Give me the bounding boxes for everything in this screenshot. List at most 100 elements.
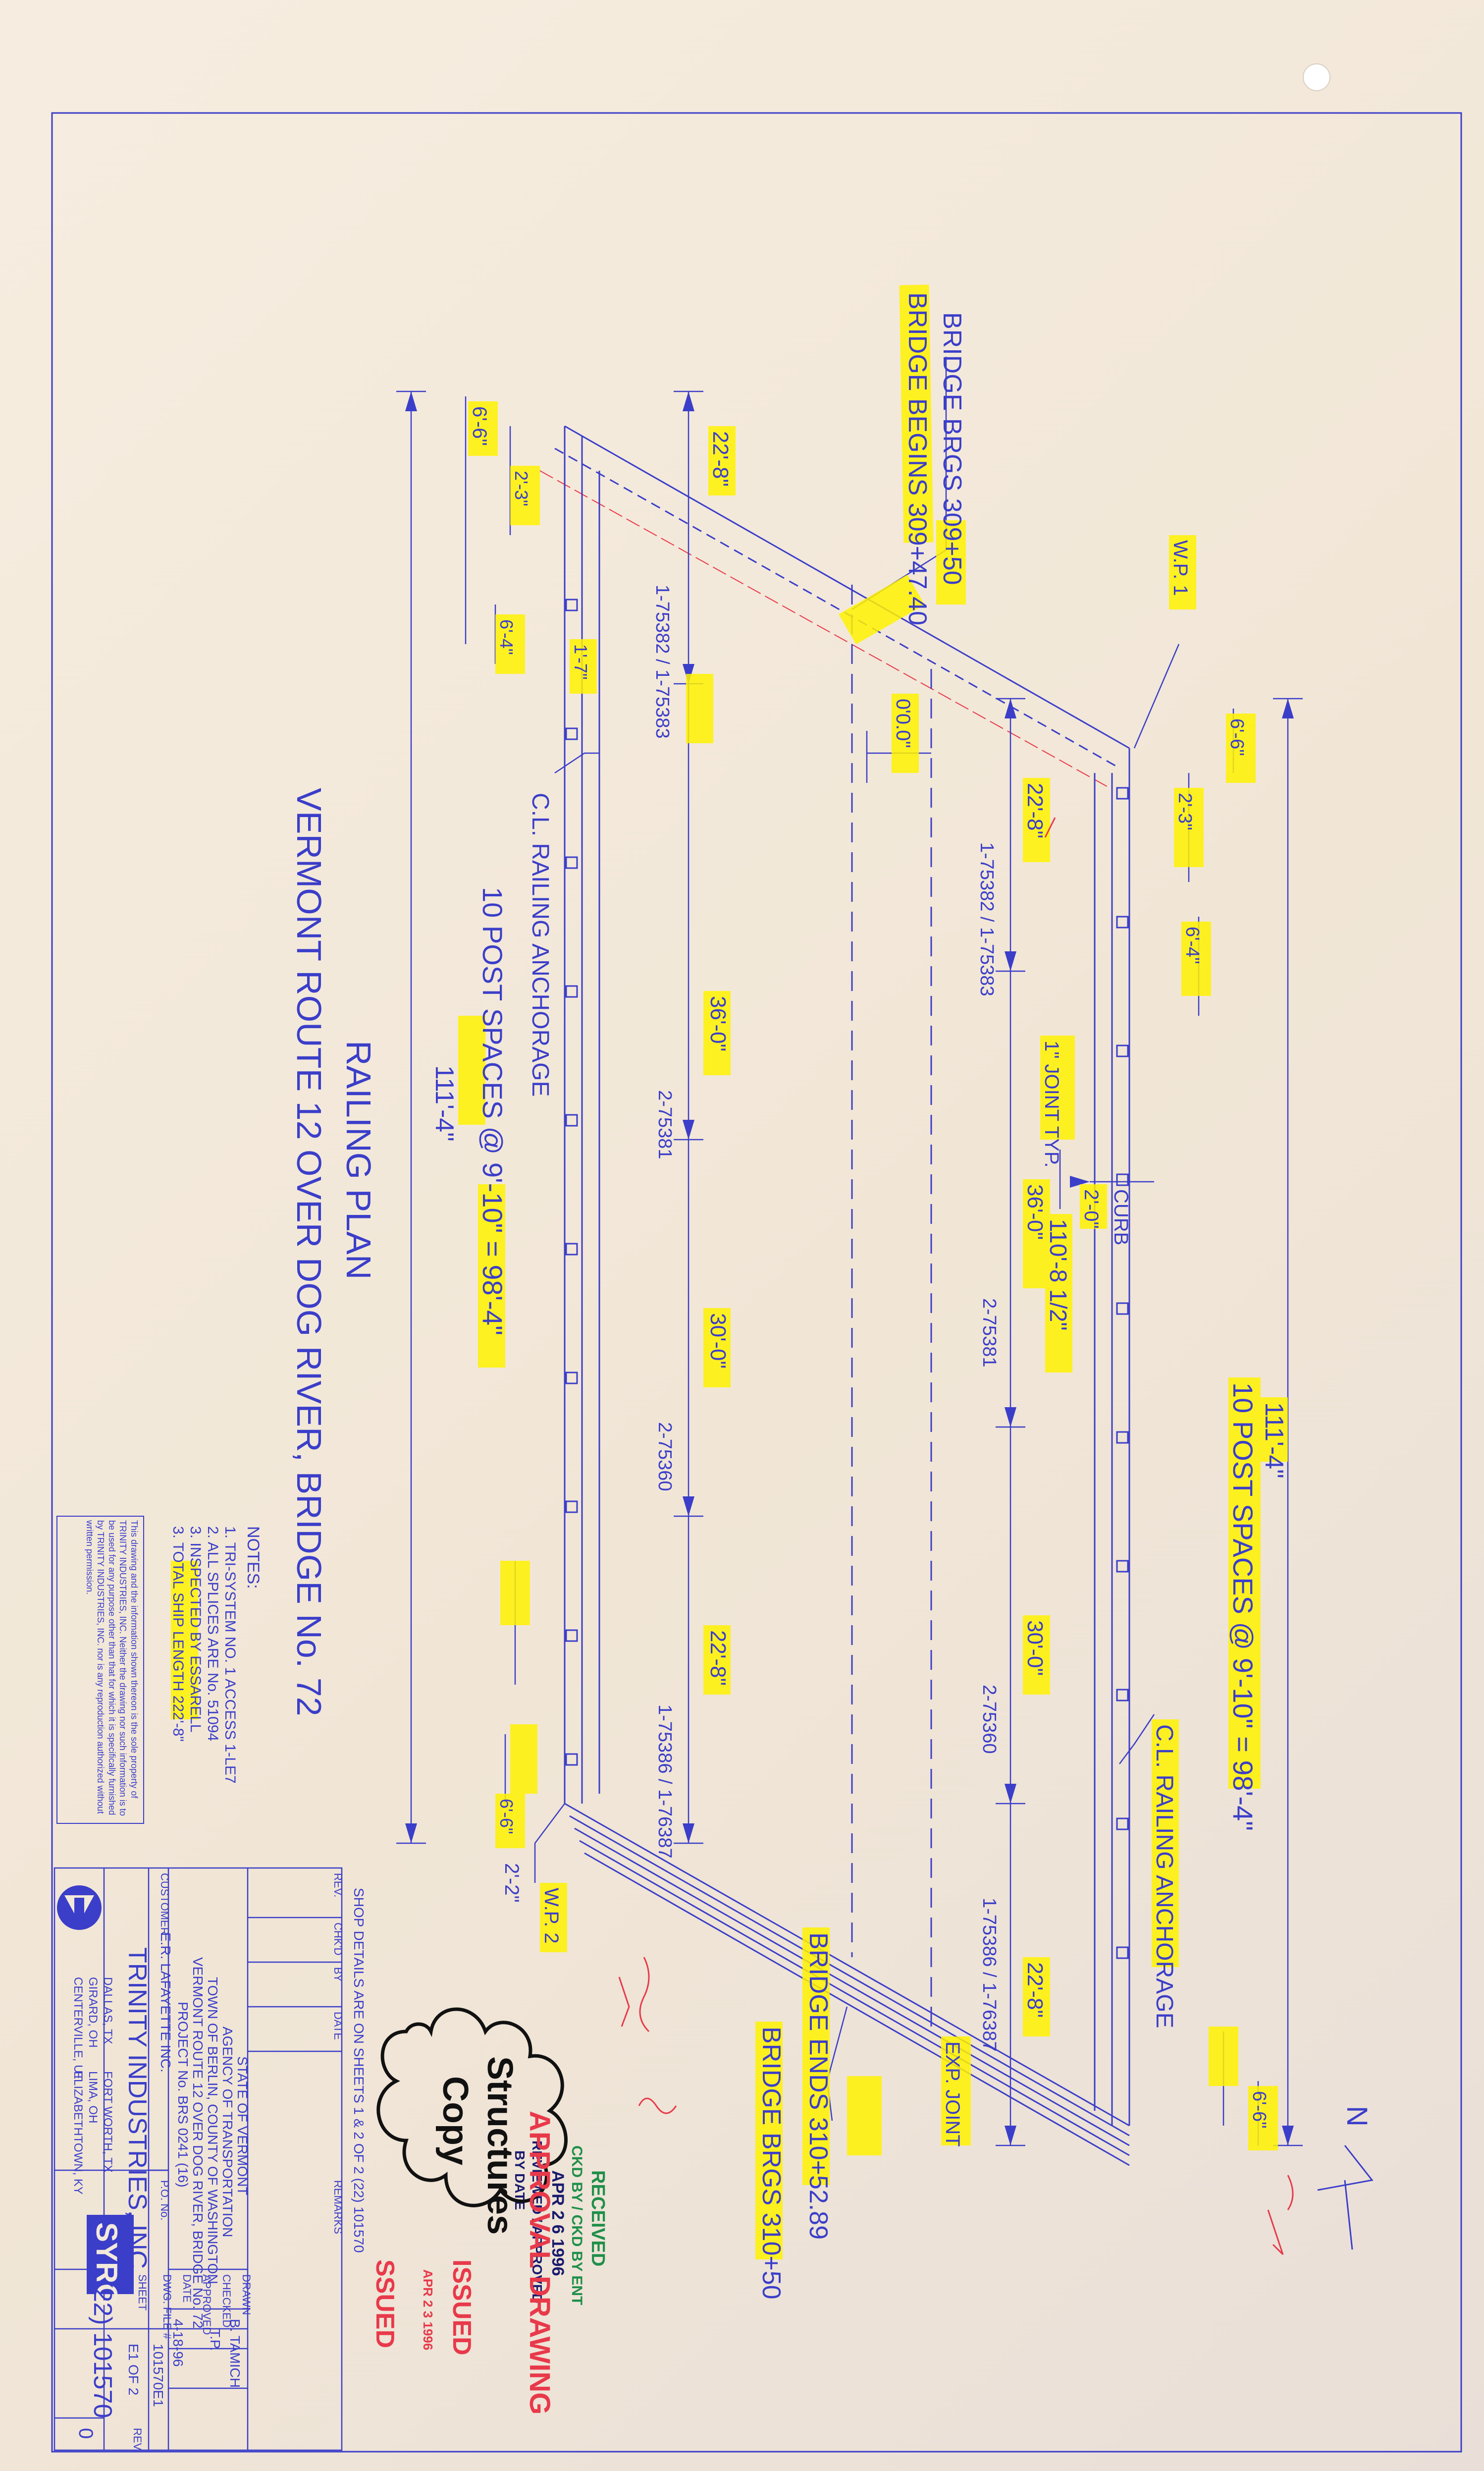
trinity-logo: SYRO xyxy=(57,1885,134,2306)
note-item: 2. ALL SPLICES ARE No. 51094 xyxy=(205,1526,221,1741)
copy-text: Copy xyxy=(435,2076,475,2165)
rail-post xyxy=(565,985,578,998)
rail-post xyxy=(1116,1431,1129,1444)
handwritten-dim: 110'-8 1/2" xyxy=(1045,1219,1071,1330)
left-piece-mark: 2-75360 xyxy=(654,1422,675,1491)
highlighter-marks xyxy=(171,284,1288,2259)
left-segment-label: 36'-0" xyxy=(706,996,730,1051)
customer-name: E.R. LAFAYETTE INC. xyxy=(158,1932,173,2073)
checked-label: CHECKED xyxy=(220,2274,233,2328)
handwritten-marks xyxy=(618,817,1294,2255)
issued-date: APR 2 3 1996 xyxy=(421,2269,435,2350)
left-end-dim: 6'-4" xyxy=(496,619,517,655)
approval-drawing-text: APPROVAL DRAWING xyxy=(524,2111,556,2415)
right-end-dim: 2'-3" xyxy=(1174,793,1195,830)
company-location: GIRARD, OH xyxy=(86,1977,100,2048)
bottom-annotations: BRIDGE ENDS 310+52.89 BRIDGE BRGS 310+50… xyxy=(501,1863,963,2300)
right-spacing-label: 10 POST SPACES @ 9'-10" = 98'-4" xyxy=(1227,1382,1259,1831)
rev-header: BY xyxy=(332,1967,344,1982)
bridge-brgs-label: BRIDGE BRGS 309+50 xyxy=(938,312,966,585)
right-piece-mark: 1-75386 / 1-76387 xyxy=(979,1898,1000,2052)
plan-title-line1: RAILING PLAN xyxy=(339,1041,378,1279)
structures-copy-stamp: Structures Copy xyxy=(376,2007,568,2235)
left-anchorage-label: C.L. RAILING ANCHORAGE xyxy=(527,793,553,1097)
dim-label: 2'-2" xyxy=(501,1863,523,1903)
drawn-label: DRAWN xyxy=(240,2274,253,2315)
note-item: 3. TOTAL SHIP LENGTH 222'-8" xyxy=(170,1526,186,1742)
drawn-value: B. TAMICH xyxy=(227,2319,243,2388)
exp-joint-label: EXP. JOINT xyxy=(942,2041,963,2147)
rail-post xyxy=(1116,1044,1129,1057)
rail-post xyxy=(565,1500,578,1513)
plan-title-line2: VERMONT ROUTE 12 OVER DOG RIVER, BRIDGE … xyxy=(290,788,328,1716)
rail-post xyxy=(565,599,578,611)
rail-post xyxy=(1116,1302,1129,1315)
left-segment-label: 22'-8" xyxy=(708,431,733,487)
right-overall-label: 111'-4" xyxy=(1260,1402,1288,1479)
dwg-file-value: 101570E1 xyxy=(151,2344,166,2407)
disclaimer-box: This drawing and the information shown t… xyxy=(56,1516,144,1824)
drawing-number: (22) 101570 xyxy=(88,2279,117,2418)
right-segment-label: 22'-8" xyxy=(1023,1962,1047,2018)
rail-post xyxy=(1116,1689,1129,1702)
bridge-deck-outline xyxy=(539,425,1130,2166)
plan-title: RAILING PLAN VERMONT ROUTE 12 OVER DOG R… xyxy=(290,788,378,1716)
note-item: 1. TRI-SYSTEM NO. 1 ACCESS 1-LE7 xyxy=(222,1526,238,1784)
dimension-arrows xyxy=(405,391,1294,2145)
company-location: LIMA, OH xyxy=(86,2071,100,2123)
date-value: 4-18-96 xyxy=(170,2319,186,2367)
dwg-file-label: DWG. FILE # xyxy=(161,2274,173,2340)
left-end-dim: 6'-6" xyxy=(496,1799,517,1834)
company-name: TRINITY INDUSTRIES, INC. xyxy=(123,1947,152,2276)
right-piece-mark: 2-75360 xyxy=(979,1685,1000,1754)
syro-logo-text: SYRO xyxy=(90,2222,123,2306)
notes-heading: NOTES: xyxy=(244,1526,263,1589)
bridge-ends-label: BRIDGE ENDS 310+52.89 xyxy=(804,1932,833,2240)
received-line: CKD BY / CKD BY ENT xyxy=(569,2145,585,2305)
sheet-label: SHEET xyxy=(136,2274,149,2310)
rail-post xyxy=(565,1243,578,1256)
date-label: DATE xyxy=(181,2274,193,2303)
approval-stamp: APPROVAL DRAWING ISSUED APR 2 3 1996 SSU… xyxy=(371,2111,556,2415)
rev-value: 0 xyxy=(75,2428,97,2439)
received-title: RECEIVED xyxy=(587,2170,608,2266)
rail-post xyxy=(565,1753,578,1766)
top-annotations: BRIDGE BRGS 309+50 BRIDGE BEGINS 309+47.… xyxy=(469,292,1191,748)
left-rail-posts xyxy=(565,599,578,1766)
rail-post xyxy=(1116,916,1129,929)
left-overall-label: 111'-4" xyxy=(430,1065,459,1142)
wp1-label: W.P. 1 xyxy=(1169,540,1191,596)
rail-post xyxy=(1116,1946,1129,1959)
right-rail-posts xyxy=(1116,787,1129,1959)
shop-details-note: SHOP DETAILS ARE ON SHEETS 1 & 2 OF 2 (2… xyxy=(351,1888,367,2253)
north-label: N xyxy=(1341,2106,1373,2127)
north-arrow: N xyxy=(1317,2106,1374,2250)
received-date: APR 2 6 1996 xyxy=(548,2170,567,2276)
company-location: DALLAS, TX xyxy=(101,1977,114,2044)
rail-post xyxy=(565,1372,578,1384)
rail-post xyxy=(565,727,578,740)
joint-label: 1" JOINT TYP. xyxy=(1041,1041,1062,1168)
approved-label: APPROVED xyxy=(201,2274,213,2335)
wp2-label: W.P. 2 xyxy=(540,1888,562,1944)
bridge-begins-label: BRIDGE BEGINS 309+47.40 xyxy=(903,292,932,625)
project-line: VERMONT ROUTE 12 OVER DOG RIVER, BRIDGE … xyxy=(190,1957,206,2328)
company-location: ELIZABETHTOWN, KY xyxy=(71,2071,85,2195)
project-line: TOWN OF BERLIN, COUNTY OF WASHINGTON xyxy=(205,1977,220,2284)
issued-partial-text: SSUED xyxy=(371,2259,399,2348)
left-spacing-label: 10 POST SPACES @ 9'-10" = 98'-4" xyxy=(477,887,508,1335)
left-piece-mark: 1-75382 / 1-75383 xyxy=(652,585,673,739)
rail-post xyxy=(1116,1173,1129,1186)
left-piece-mark: 2-75381 xyxy=(654,1090,675,1159)
rail-post xyxy=(1116,787,1129,800)
right-segment-label: 36'-0" xyxy=(1023,1184,1047,1240)
syro-logo xyxy=(87,2215,134,2294)
rail-post xyxy=(565,1114,578,1127)
title-block xyxy=(53,1867,343,2451)
right-rail-annotations: C.L. RAILING ANCHORAGE 10 POST SPACES @ … xyxy=(976,718,1288,2129)
company-location: FORT WORTH, TX xyxy=(101,2071,114,2173)
bridge-brgs-end-label: BRIDGE BRGS 310+50 xyxy=(757,2027,786,2300)
left-rail-annotations: C.L. RAILING ANCHORAGE 10 POST SPACES @ … xyxy=(430,431,733,1859)
